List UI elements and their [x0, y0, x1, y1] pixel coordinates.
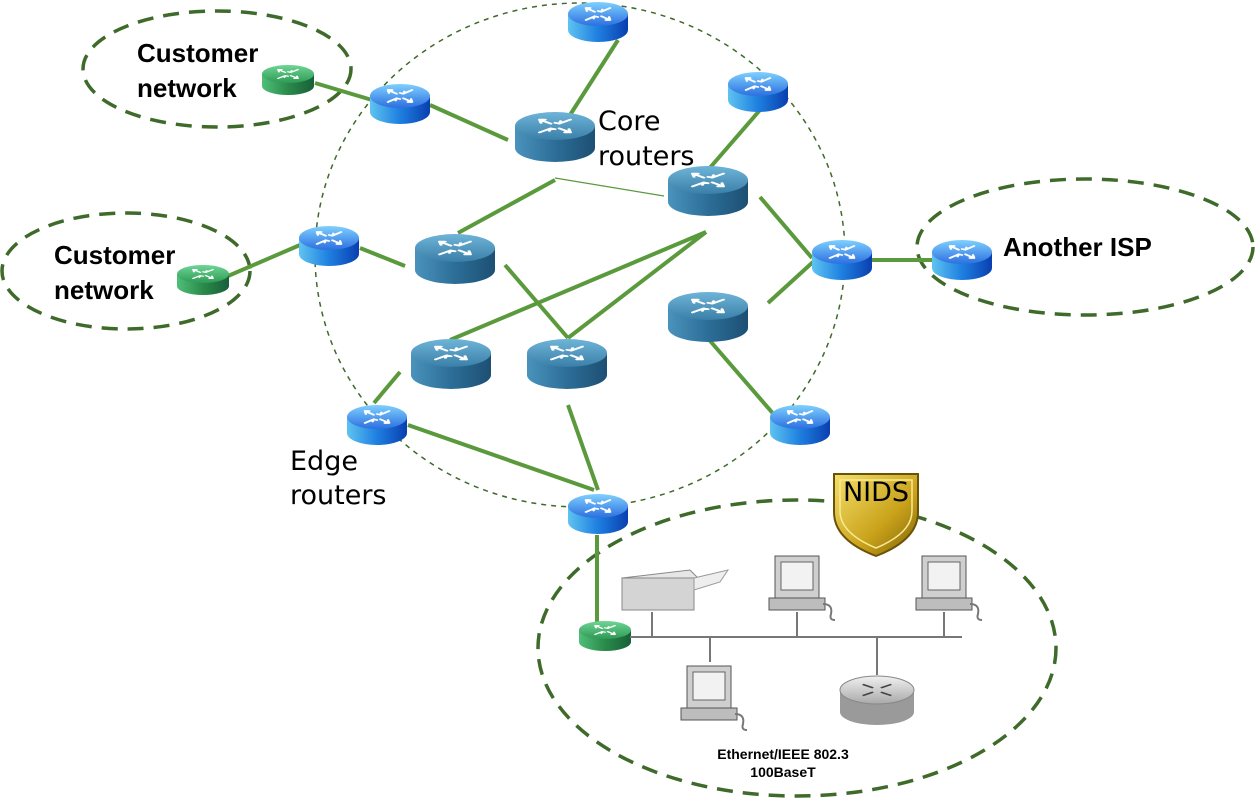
customer-network-1-region [81, 9, 353, 129]
link [566, 404, 600, 491]
link [227, 243, 301, 278]
router-icon [812, 240, 872, 280]
customer-network-2-label-line2: network [54, 275, 154, 305]
router-icon [299, 226, 359, 266]
core-routers-label-line2: routers [598, 141, 695, 172]
another-isp-region [915, 177, 1255, 317]
shield-icon [833, 473, 919, 558]
router-icon [177, 265, 229, 295]
router-icon [515, 112, 595, 162]
link [566, 230, 708, 340]
link [766, 260, 815, 305]
link [429, 103, 509, 142]
edge-routers-label-line2: routers [290, 480, 387, 511]
router-icon [415, 234, 495, 284]
router-icon [568, 2, 628, 42]
link [314, 81, 373, 102]
link [359, 246, 406, 268]
core-routers [411, 112, 748, 389]
printer-icon [620, 569, 730, 611]
router-icon [568, 494, 628, 534]
link [449, 230, 707, 342]
labels: Customer network Customer network Core r… [54, 38, 1152, 780]
router-icon [668, 292, 748, 342]
link [703, 333, 785, 427]
nids-label: NIDS [843, 477, 909, 508]
customer-network-1-label-line2: network [137, 73, 237, 103]
customer-network-2-label-line1: Customer [54, 240, 175, 270]
router-icon [370, 84, 430, 124]
router-icon [579, 621, 631, 651]
edge-routers-label-line1: Edge [290, 446, 358, 477]
router-icon [770, 405, 830, 445]
router-icon [728, 72, 788, 112]
link [407, 423, 595, 492]
another-isp-label: Another ISP [1003, 232, 1152, 262]
link [706, 108, 762, 172]
router-icon [527, 339, 607, 389]
link [554, 177, 665, 197]
router-icon [932, 240, 992, 280]
workstation-icon [915, 555, 983, 621]
workstation-icon [768, 555, 836, 621]
router-icon [411, 339, 491, 389]
lan-region [536, 498, 1058, 798]
router-icon [347, 405, 407, 445]
workstation-icon [680, 665, 748, 731]
customer-network-2-region [0, 211, 252, 331]
lan-label-line1: Ethernet/IEEE 802.3 [717, 746, 849, 762]
link [758, 195, 814, 260]
link [372, 370, 402, 405]
link [568, 38, 620, 117]
router-icon [262, 65, 314, 95]
lan-label-line2: 100BaseT [750, 764, 816, 780]
core-routers-label-line1: Core [598, 106, 661, 137]
router-icon [839, 675, 915, 725]
lan [620, 555, 983, 731]
customer-network-1-label-line1: Customer [137, 38, 258, 68]
link [457, 178, 556, 235]
edge-routers [299, 2, 992, 534]
router-icon [668, 166, 748, 216]
links [227, 38, 932, 622]
